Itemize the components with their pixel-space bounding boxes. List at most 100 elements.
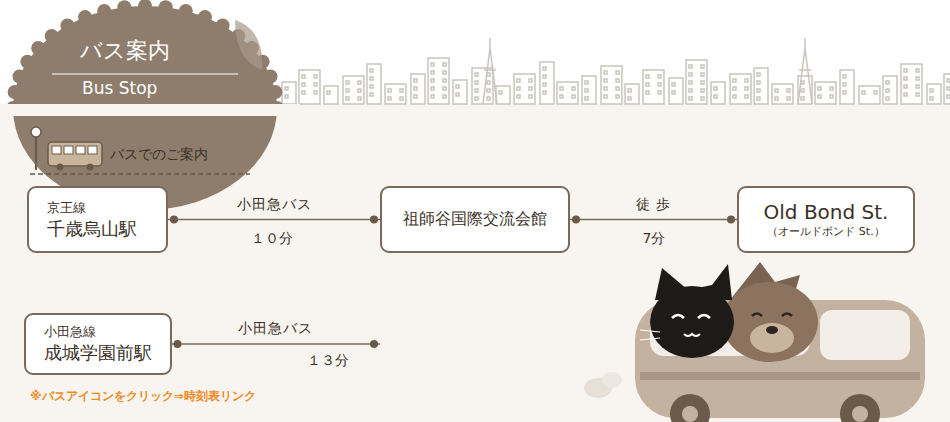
node-subtitle: 千歳烏山駅 bbox=[47, 217, 137, 241]
skyline-window bbox=[886, 89, 889, 92]
skyline-window bbox=[689, 89, 692, 92]
section-heading: バスでのご案内 bbox=[110, 146, 208, 164]
skyline-window bbox=[572, 95, 575, 98]
skyline-window bbox=[843, 75, 846, 78]
skyline-window bbox=[456, 93, 459, 96]
skyline-building bbox=[643, 70, 664, 104]
skyline-window bbox=[672, 91, 675, 94]
skyline-window bbox=[775, 89, 778, 92]
skyline-window bbox=[818, 87, 821, 90]
route-label: 小田急バス bbox=[237, 196, 312, 214]
skyline-window bbox=[585, 81, 588, 84]
skyline-window bbox=[916, 93, 919, 96]
skyline-building bbox=[669, 78, 683, 104]
duration-label: 7分 bbox=[643, 230, 666, 248]
node-title: 小田急線 bbox=[44, 323, 96, 341]
skyline-window bbox=[874, 91, 877, 94]
skyline-window bbox=[314, 75, 317, 78]
skyline-window bbox=[388, 89, 391, 92]
skyline-building bbox=[772, 84, 793, 104]
route-connector bbox=[570, 216, 737, 224]
skyline-window bbox=[585, 97, 588, 100]
skyline-building bbox=[299, 70, 320, 104]
skyline-window bbox=[801, 97, 804, 100]
skyline-window bbox=[930, 97, 933, 100]
bus-icon bbox=[31, 127, 102, 171]
duration-label: １３分 bbox=[307, 352, 349, 370]
skyline-window bbox=[801, 89, 804, 92]
skyline-window bbox=[358, 81, 361, 84]
badge-scallop bbox=[216, 18, 230, 32]
skyline-building bbox=[324, 86, 338, 104]
skyline-building bbox=[601, 66, 622, 104]
skyline-window bbox=[414, 79, 417, 82]
skyline-window bbox=[517, 87, 520, 90]
bus-illustration bbox=[584, 262, 925, 422]
skyline-window bbox=[628, 97, 631, 100]
skyline-building bbox=[411, 74, 425, 104]
skyline-window bbox=[529, 87, 532, 90]
badge-scallop bbox=[12, 69, 26, 83]
skyline-window bbox=[302, 83, 305, 86]
skyline-window bbox=[689, 73, 692, 76]
skyline-window bbox=[904, 93, 907, 96]
node-subtitle: （オールドボンド St.） bbox=[767, 224, 884, 239]
skyline-window bbox=[646, 75, 649, 78]
route-dot bbox=[370, 340, 378, 348]
badge-rule bbox=[52, 73, 238, 74]
skyline-building bbox=[883, 76, 897, 104]
skyline-window bbox=[701, 97, 704, 100]
skyline-window bbox=[745, 79, 748, 82]
skyline-window bbox=[475, 97, 478, 100]
route-connector bbox=[172, 340, 381, 348]
skyline-window bbox=[475, 73, 478, 76]
skyline-window bbox=[572, 87, 575, 90]
skyline-window bbox=[443, 71, 446, 74]
skyline-window bbox=[886, 97, 889, 100]
skyline-window bbox=[745, 87, 748, 90]
skyline-building bbox=[453, 80, 467, 104]
duration-label: １０分 bbox=[251, 230, 293, 248]
skyline-building bbox=[711, 82, 725, 104]
skyline-window bbox=[604, 87, 607, 90]
skyline-window bbox=[529, 79, 532, 82]
skyline-window bbox=[346, 81, 349, 84]
skyline-window bbox=[689, 81, 692, 84]
heading-rule bbox=[30, 173, 250, 175]
skyline-window bbox=[487, 97, 490, 100]
skyline-window bbox=[431, 63, 434, 66]
skyline-window bbox=[787, 97, 790, 100]
skyline-window bbox=[658, 75, 661, 78]
skyline-window bbox=[400, 89, 403, 92]
route-dot bbox=[174, 340, 182, 348]
station-box: 京王線千歳烏山駅 bbox=[27, 186, 168, 253]
skyline-building bbox=[625, 84, 639, 104]
badge-scallop bbox=[268, 85, 282, 99]
skyline-window bbox=[302, 75, 305, 78]
skyline-window bbox=[604, 79, 607, 82]
badge-scallop bbox=[60, 18, 74, 32]
node-title: 京王線 bbox=[47, 199, 86, 217]
skyline-window bbox=[757, 97, 760, 100]
route-dot bbox=[572, 216, 580, 224]
skyline-window bbox=[443, 95, 446, 98]
skyline-building bbox=[686, 60, 707, 104]
badge-scallop bbox=[97, 4, 111, 18]
route-line bbox=[570, 219, 737, 221]
skyline-window bbox=[830, 87, 833, 90]
route-label: 徒 歩 bbox=[636, 196, 671, 214]
badge-scallop bbox=[138, 0, 152, 13]
skyline-window bbox=[843, 83, 846, 86]
skyline-building bbox=[282, 82, 296, 104]
badge-scallop bbox=[78, 10, 92, 24]
skyline-window bbox=[443, 63, 446, 66]
skyline-window bbox=[285, 87, 288, 90]
skyline-window bbox=[916, 69, 919, 72]
skyline-building bbox=[557, 82, 578, 104]
route-label: 小田急バス bbox=[238, 320, 313, 338]
skyline-building bbox=[343, 76, 364, 104]
skyline-window bbox=[585, 89, 588, 92]
skyline-window bbox=[370, 85, 373, 88]
skyline-building bbox=[496, 86, 510, 104]
skyline-window bbox=[616, 95, 619, 98]
